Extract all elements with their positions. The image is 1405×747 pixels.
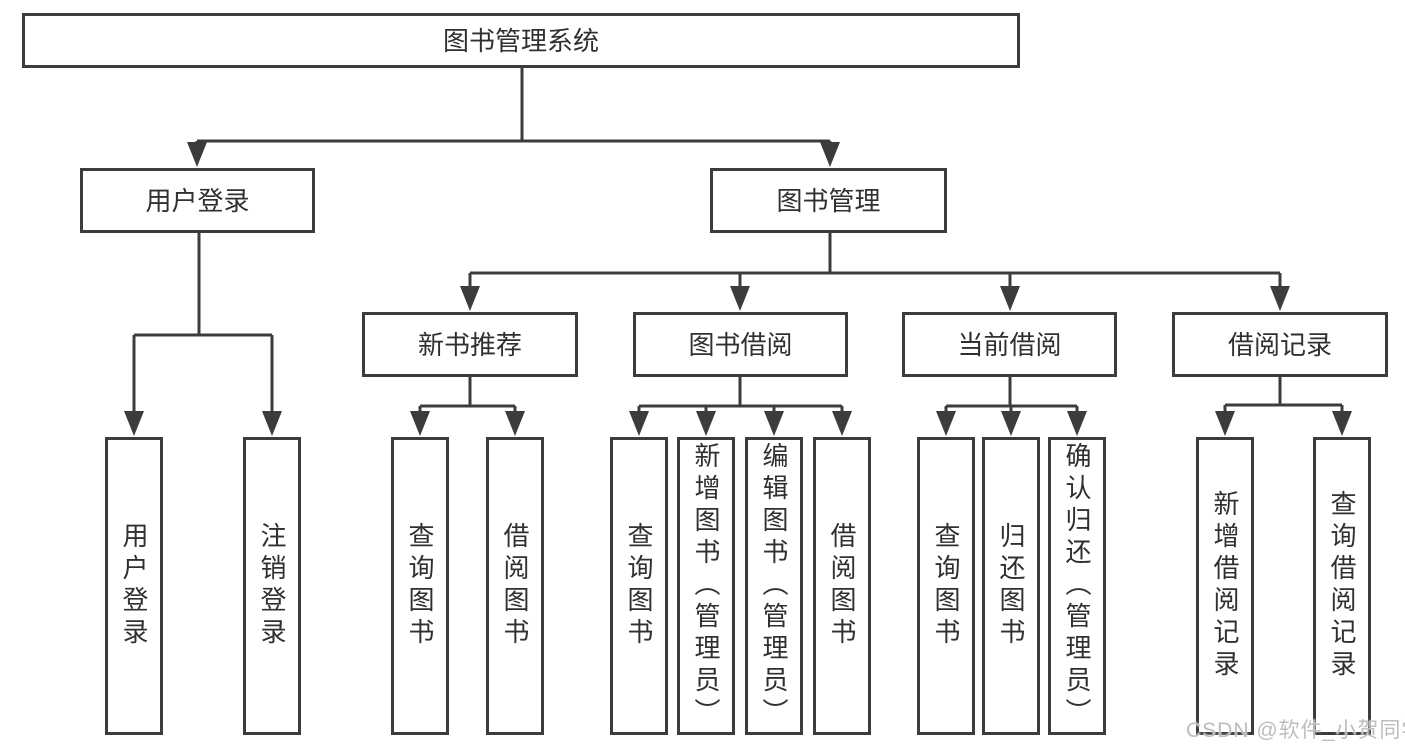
node-book-management-label: 图书管理: [776, 185, 881, 216]
leaf-query-book-current: 查询图书: [917, 437, 975, 735]
leaf-query-book-borrow: 查询图书: [610, 437, 668, 735]
leaf-borrow-book-recommend: 借阅图书: [486, 437, 544, 735]
leaf-add-book-admin: 新增图书（管理员）: [677, 437, 735, 735]
node-book-management: 图书管理: [710, 168, 947, 233]
leaf-query-book-recommend-label: 查询图书: [405, 522, 435, 650]
node-borrow-records-label: 借阅记录: [1227, 329, 1332, 360]
leaf-query-book-borrow-label: 查询图书: [624, 522, 654, 650]
node-new-book-recommend: 新书推荐: [362, 312, 578, 377]
node-library-management-system: 图书管理系统: [22, 13, 1020, 68]
leaf-add-book-admin-label: 新增图书（管理员）: [691, 442, 721, 730]
csdn-watermark: CSDN @软件_小贺同学: [1186, 719, 1405, 742]
node-current-borrow: 当前借阅: [902, 312, 1117, 377]
leaf-user-login: 用户登录: [105, 437, 163, 735]
leaf-query-borrow-record-label: 查询借阅记录: [1327, 490, 1357, 682]
leaf-logout-label: 注销登录: [257, 522, 287, 650]
leaf-borrow-book-label: 借阅图书: [827, 522, 857, 650]
leaf-borrow-book-recommend-label: 借阅图书: [500, 522, 530, 650]
leaf-query-book-recommend: 查询图书: [391, 437, 449, 735]
leaf-borrow-book: 借阅图书: [813, 437, 871, 735]
leaf-return-book: 归还图书: [982, 437, 1040, 735]
node-current-borrow-label: 当前借阅: [957, 329, 1062, 360]
node-library-management-system-label: 图书管理系统: [442, 25, 599, 56]
leaf-query-borrow-record: 查询借阅记录: [1313, 437, 1371, 735]
node-book-borrow-label: 图书借阅: [688, 329, 793, 360]
leaf-confirm-return-admin-label: 确认归还（管理员）: [1062, 442, 1092, 730]
node-user-login-label: 用户登录: [145, 185, 250, 216]
leaf-edit-book-admin: 编辑图书（管理员）: [745, 437, 803, 735]
node-user-login: 用户登录: [80, 168, 315, 233]
node-borrow-records: 借阅记录: [1172, 312, 1388, 377]
leaf-user-login-label: 用户登录: [119, 522, 149, 650]
leaf-add-borrow-record: 新增借阅记录: [1196, 437, 1254, 735]
leaf-return-book-label: 归还图书: [996, 522, 1026, 650]
node-book-borrow: 图书借阅: [633, 312, 848, 377]
leaf-logout: 注销登录: [243, 437, 301, 735]
leaf-add-borrow-record-label: 新增借阅记录: [1210, 490, 1240, 682]
leaf-edit-book-admin-label: 编辑图书（管理员）: [759, 442, 789, 730]
leaf-query-book-current-label: 查询图书: [931, 522, 961, 650]
node-new-book-recommend-label: 新书推荐: [417, 329, 522, 360]
leaf-confirm-return-admin: 确认归还（管理员）: [1048, 437, 1106, 735]
